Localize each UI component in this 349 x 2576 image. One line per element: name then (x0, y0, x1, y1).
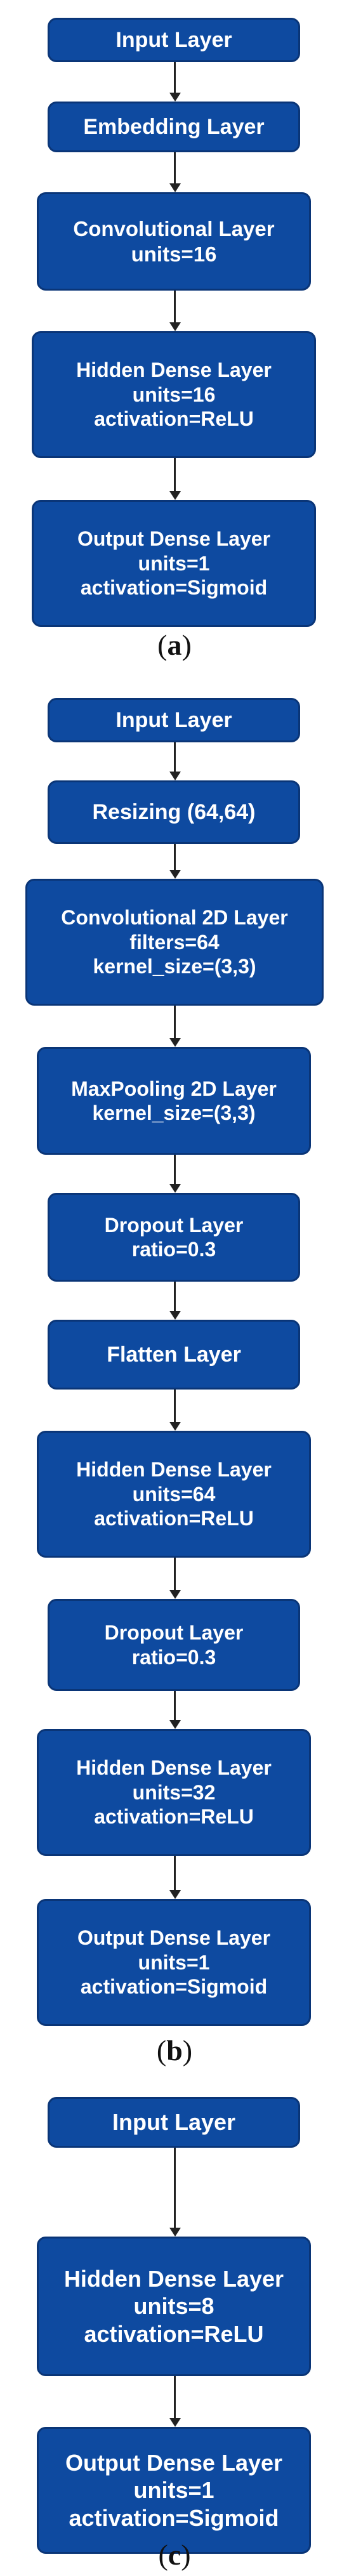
arrowhead-icon (169, 870, 181, 879)
layer-name: Input Layer (115, 27, 232, 52)
layer-name: Embedding Layer (83, 114, 265, 139)
layer-param: activation=ReLU (94, 407, 254, 431)
layer-name: MaxPooling 2D Layer (71, 1077, 277, 1100)
arrow-line (174, 1558, 176, 1590)
layer-name: Convolutional Layer (73, 216, 275, 240)
layer-param: ratio=0.3 (131, 1238, 216, 1261)
arrowhead-icon (169, 2228, 181, 2237)
layer-box-flatten-layer: Flatten Layer (48, 1320, 300, 1390)
arrow-line (174, 1155, 176, 1184)
arrowhead-icon (169, 183, 181, 192)
panel-label: (b) (156, 2034, 193, 2067)
layer-name: Output Dense Layer (65, 2450, 283, 2476)
layer-param: activation=ReLU (84, 2320, 264, 2347)
layer-name: Hidden Dense Layer (76, 1756, 272, 1780)
layer-param: activation=ReLU (94, 1507, 254, 1530)
arrow-line (174, 458, 176, 491)
layer-name: Dropout Layer (104, 1213, 244, 1237)
layer-name: Input Layer (112, 2109, 236, 2136)
layer-param: units=1 (138, 1950, 210, 1974)
arrowhead-icon (169, 1422, 181, 1431)
layer-name: Input Layer (115, 707, 232, 732)
layer-param: ratio=0.3 (131, 1645, 216, 1669)
layer-param: activation=ReLU (94, 1805, 254, 1829)
arrow-line (174, 152, 176, 183)
layer-name: Dropout Layer (104, 1621, 244, 1645)
arrowhead-icon (169, 2418, 181, 2427)
layer-param: units=16 (131, 242, 217, 266)
layer-box-input-layer: Input Layer (48, 2097, 300, 2148)
layer-name: Flatten Layer (107, 1342, 241, 1367)
arrowhead-icon (169, 93, 181, 102)
layer-box-input-layer: Input Layer (48, 698, 300, 742)
arrowhead-icon (169, 1184, 181, 1193)
layer-name: Convolutional 2D Layer (61, 906, 288, 930)
layer-box-resizing-64-64: Resizing (64,64) (48, 780, 300, 844)
layer-name: Hidden Dense Layer (76, 358, 272, 382)
arrow-line (174, 2148, 176, 2228)
layer-name: Output Dense Layer (77, 527, 271, 551)
arrow-line (174, 1282, 176, 1311)
arrow-line (174, 62, 176, 93)
layer-param: kernel_size=(3,3) (92, 1101, 256, 1124)
layer-box-embedding-layer: Embedding Layer (48, 102, 300, 152)
arrow-line (174, 291, 176, 322)
layer-name: Output Dense Layer (77, 1926, 271, 1950)
arrowhead-icon (169, 491, 181, 500)
layer-param: kernel_size=(3,3) (93, 955, 256, 978)
arrowhead-icon (169, 1038, 181, 1047)
arrowhead-icon (169, 772, 181, 780)
layer-box-input-layer: Input Layer (48, 18, 300, 62)
layer-param: units=8 (133, 2293, 214, 2320)
arrow-line (174, 1006, 176, 1038)
arrow-line (174, 844, 176, 870)
arrow-line (174, 1390, 176, 1422)
layer-param: units=16 (132, 383, 216, 406)
panel-label: (c) (158, 2539, 191, 2571)
arrow-line (174, 742, 176, 772)
arrow-line (174, 1856, 176, 1890)
layer-param: units=1 (133, 2477, 214, 2504)
layer-param: activation=Sigmoid (80, 1975, 268, 1999)
layer-name: Hidden Dense Layer (63, 2266, 284, 2292)
arrow-line (174, 1691, 176, 1720)
layer-name: Resizing (64,64) (92, 799, 256, 824)
panel-label: (a) (157, 629, 192, 661)
arrowhead-icon (169, 1720, 181, 1729)
arrowhead-icon (169, 1890, 181, 1899)
layer-param: activation=Sigmoid (69, 2504, 279, 2531)
layer-param: units=32 (132, 1780, 216, 1804)
layer-param: filters=64 (129, 930, 220, 954)
arrowhead-icon (169, 322, 181, 331)
arrowhead-icon (169, 1311, 181, 1320)
layer-name: Hidden Dense Layer (76, 1458, 272, 1482)
arrow-line (174, 2376, 176, 2418)
layer-param: units=1 (138, 551, 210, 575)
layer-param: activation=Sigmoid (80, 576, 268, 600)
arrowhead-icon (169, 1590, 181, 1599)
layer-param: units=64 (132, 1482, 216, 1506)
